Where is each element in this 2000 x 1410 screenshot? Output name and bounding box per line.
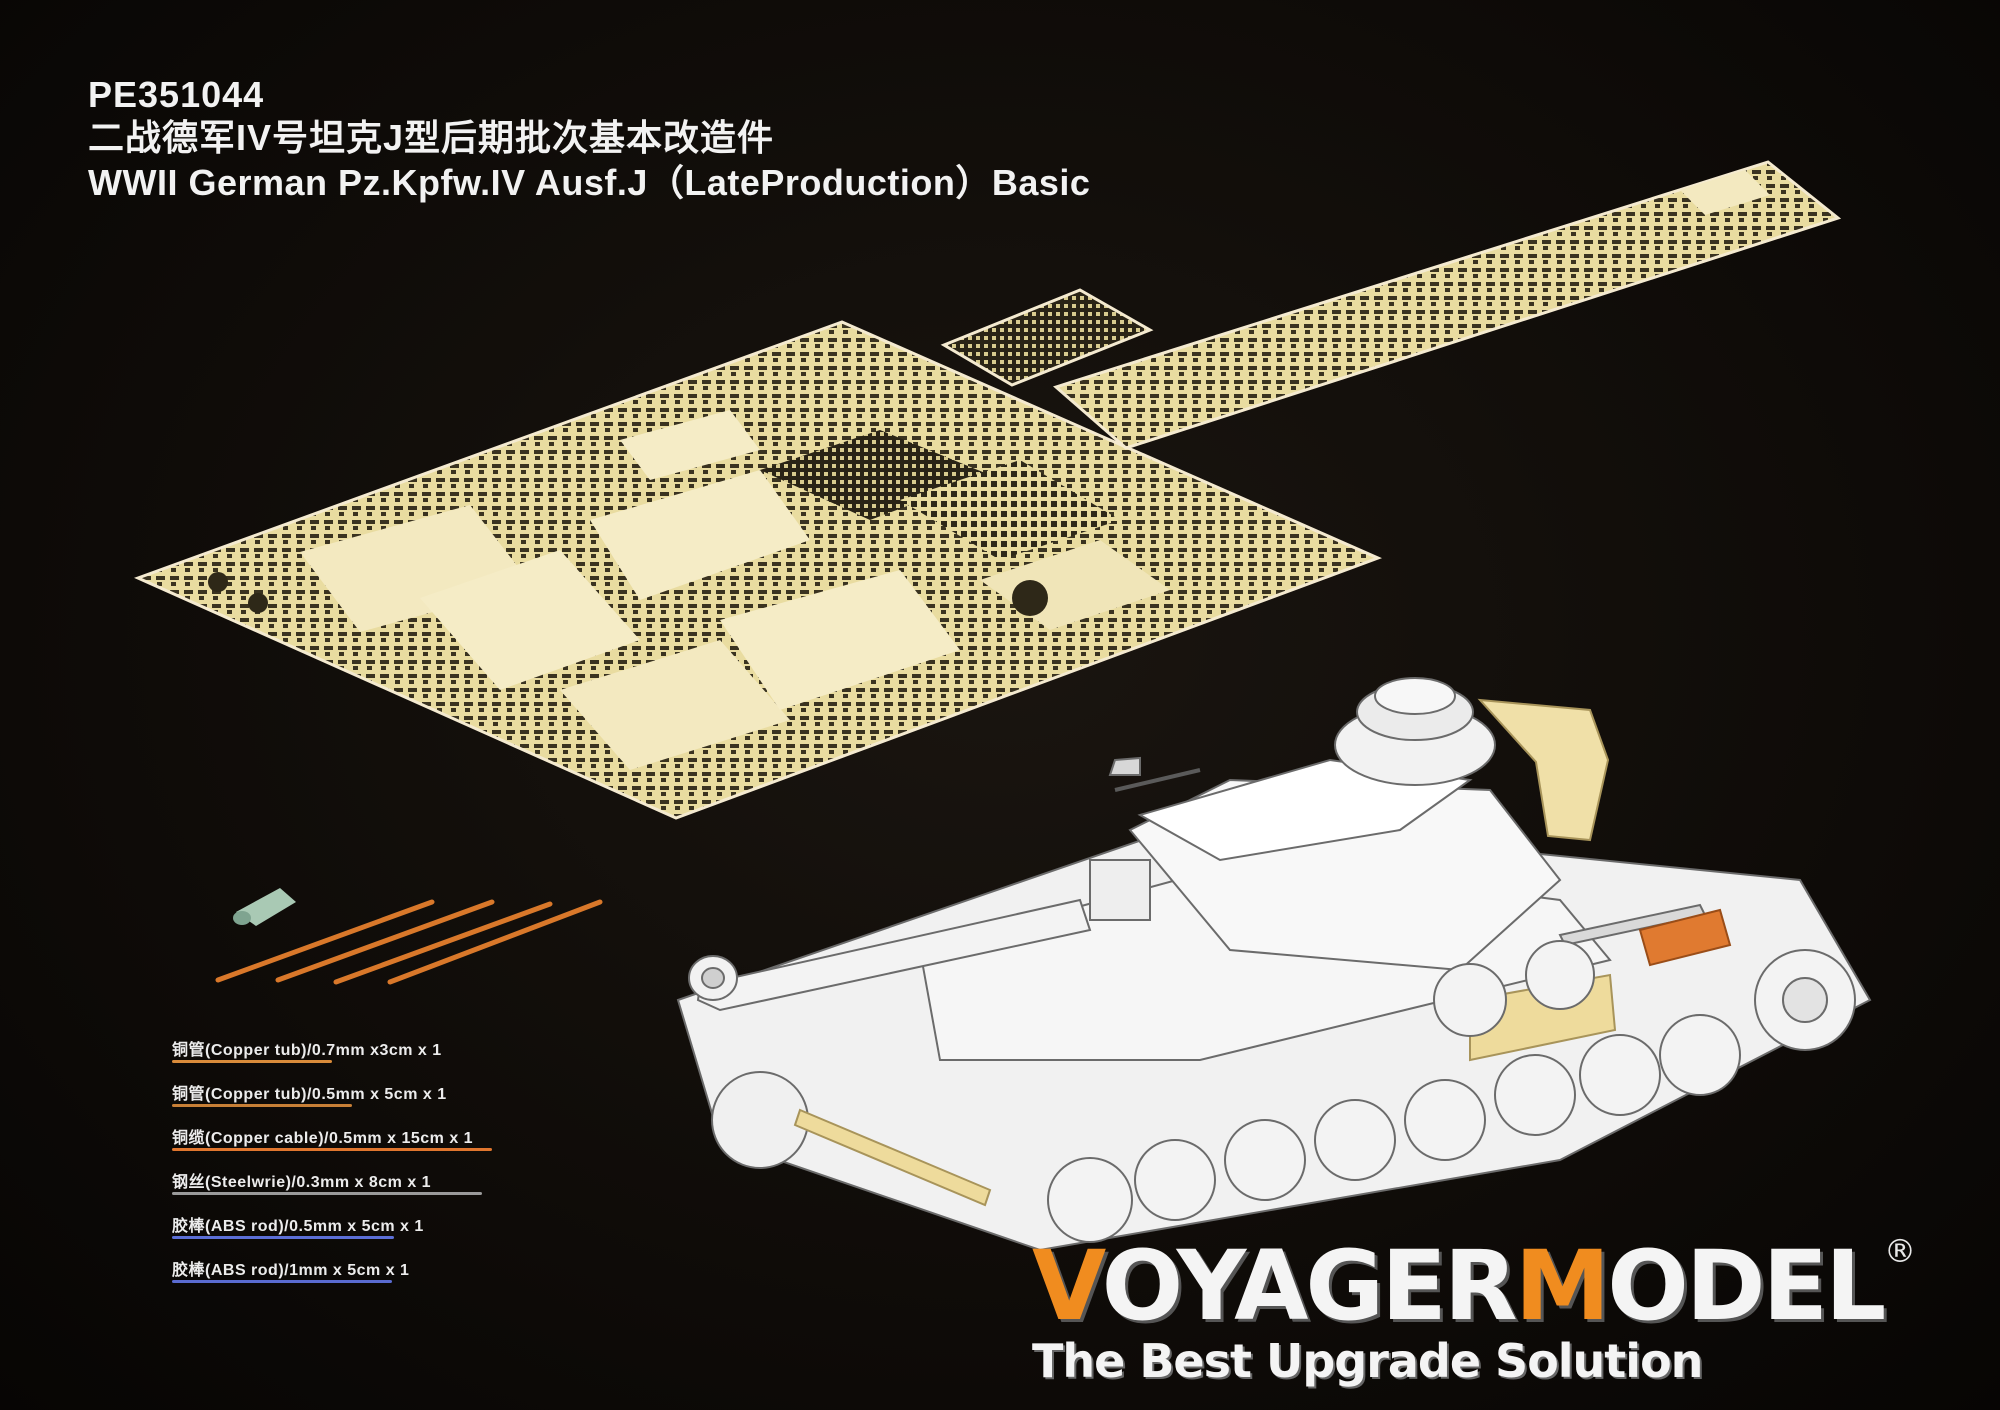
materials-legend: 铜管(Copper tub)/0.7mm x3cm x 1 铜管(Copper … bbox=[172, 1036, 492, 1300]
tank-model bbox=[676, 677, 1872, 1252]
legend-item: 胶棒(ABS rod)/1mm x 5cm x 1 bbox=[172, 1256, 473, 1300]
legend-swatch bbox=[172, 1148, 492, 1151]
legend-item: 钢丝(Steelwrie)/0.3mm x 8cm x 1 bbox=[172, 1168, 482, 1212]
brand-slogan: The Best Upgrade Solution bbox=[1032, 1334, 1703, 1388]
legend-item: 铜管(Copper tub)/0.7mm x3cm x 1 bbox=[172, 1036, 473, 1080]
brand-name: VOYAGERMODEL bbox=[1032, 1230, 1886, 1342]
legend-item: 铜缆(Copper cable)/0.5mm x 15cm x 1 bbox=[172, 1124, 492, 1168]
etch-fret-large bbox=[134, 320, 1382, 820]
title-english: WWII German Pz.Kpfw.IV Ausf.J（LateProduc… bbox=[88, 162, 1091, 203]
legend-item: 胶棒(ABS rod)/0.5mm x 5cm x 1 bbox=[172, 1212, 473, 1256]
registered-mark: ® bbox=[1884, 1232, 1916, 1270]
title-block: PE351044 二战德军IV号坦克J型后期批次基本改造件 WWII Germa… bbox=[88, 74, 1090, 206]
etch-fret-strip bbox=[1052, 160, 1842, 450]
legend-swatch bbox=[172, 1280, 392, 1283]
legend-swatch bbox=[172, 1192, 482, 1195]
etch-fret-small bbox=[940, 288, 1154, 387]
product-code: PE351044 bbox=[88, 74, 265, 115]
legend-swatch bbox=[172, 1104, 352, 1107]
road-wheels bbox=[711, 940, 1856, 1243]
legend-item: 铜管(Copper tub)/0.5mm x 5cm x 1 bbox=[172, 1080, 473, 1124]
legend-swatch bbox=[172, 1236, 394, 1239]
copper-rods bbox=[215, 888, 603, 985]
title-chinese: 二战德军IV号坦克J型后期批次基本改造件 bbox=[88, 117, 775, 158]
brand-logo: VOYAGERMODEL ® The Best Upgrade Solution bbox=[1032, 1230, 1916, 1388]
legend-swatch bbox=[172, 1060, 332, 1063]
